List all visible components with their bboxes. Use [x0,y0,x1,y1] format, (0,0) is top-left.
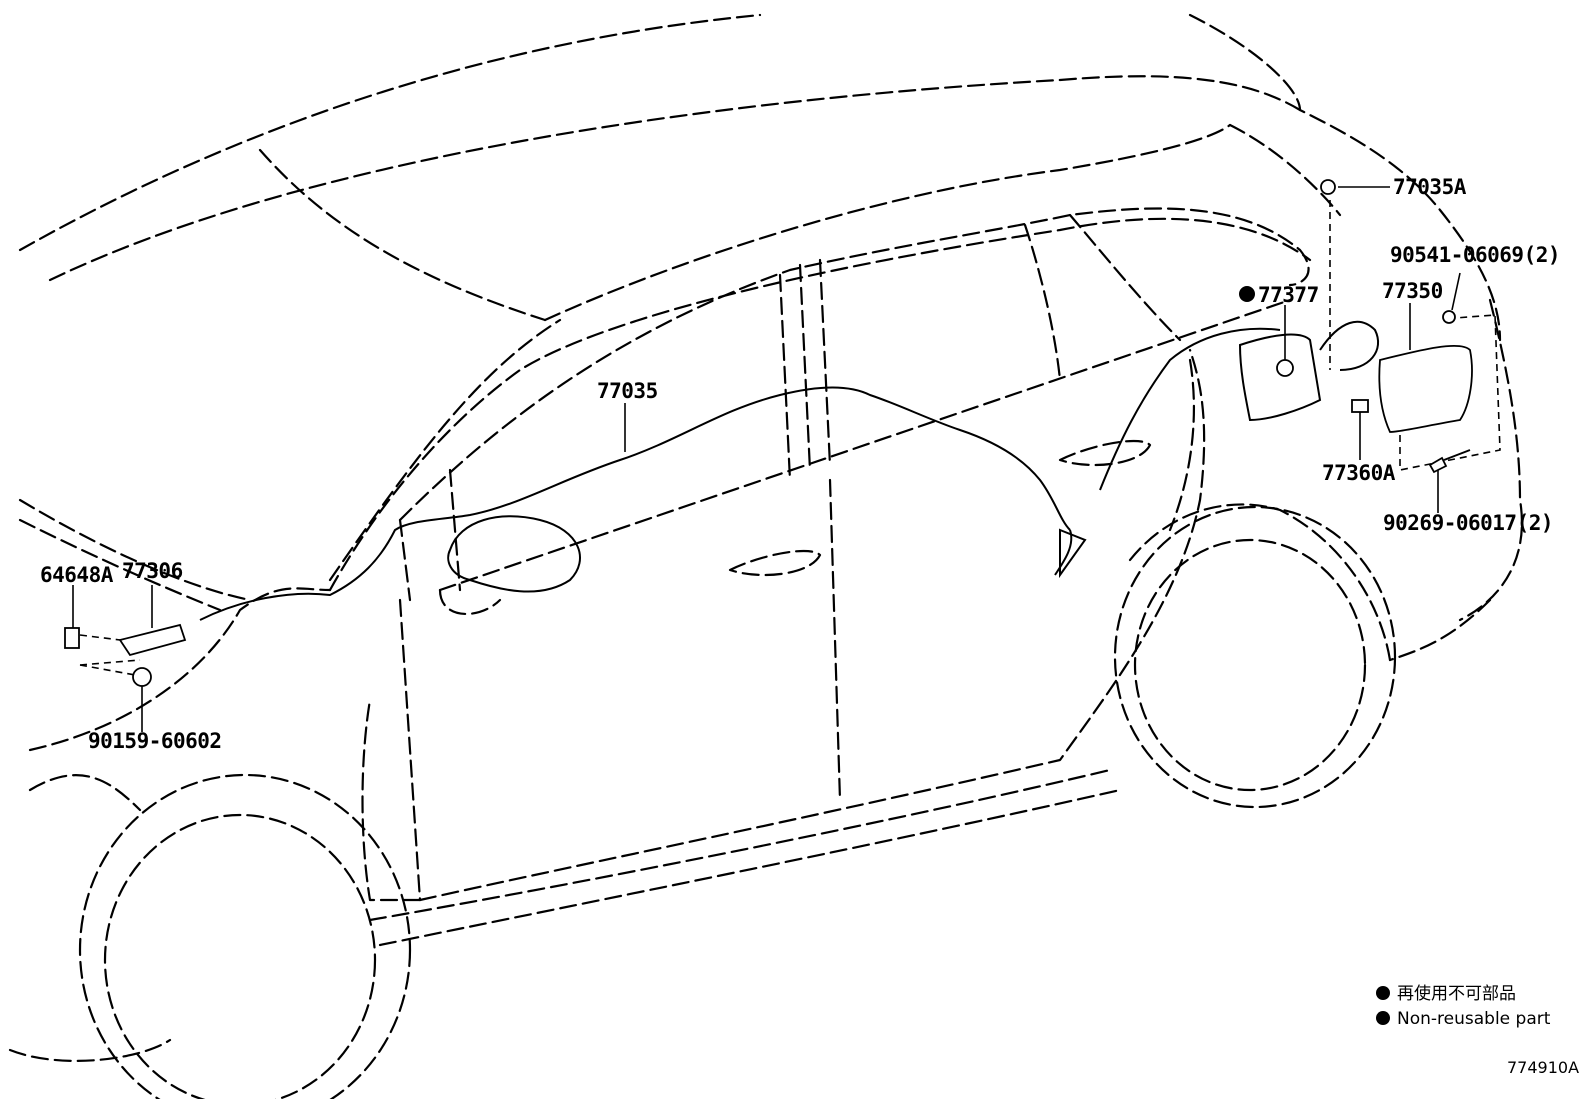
legend-dot-icon [1376,1011,1390,1025]
label-90269: 90269-06017(2) [1383,511,1553,535]
screw-90269-icon [1428,456,1448,474]
grommet-77377-icon [1276,359,1294,377]
legend-dot-icon [1376,986,1390,1000]
clip-64648A-icon [64,627,80,649]
wire-harness-77035 [199,320,1380,621]
part-labels: 77035A 90541-06069(2) 77377 77350 77035 … [40,175,1561,753]
fuel-door-area [1238,200,1501,471]
label-77035A: 77035A [1393,175,1467,199]
leader-lines [72,186,1461,732]
label-77350: 77350 [1382,279,1443,303]
nut-90541-icon [1442,310,1456,324]
legend-japanese: 再使用不可部品 [1397,983,1516,1004]
label-77306: 77306 [122,559,183,583]
illustration-code: 774910A [1507,1058,1579,1077]
label-77035: 77035 [597,379,658,403]
clip-77035A-icon [1320,179,1336,195]
label-90541: 90541-06069(2) [1390,243,1560,267]
non-reusable-dot-77377 [1239,286,1255,302]
label-77360A: 77360A [1322,461,1396,485]
label-90159: 90159-60602 [88,729,222,753]
label-77377: 77377 [1258,283,1319,307]
car-body-outline [8,13,1523,1099]
label-64648A: 64648A [40,563,114,587]
clip-77360A-icon [1351,399,1369,413]
screw-90159-icon [132,667,152,687]
legend-english: Non-reusable part [1397,1009,1551,1029]
part-icons [64,179,1471,687]
legend: 再使用不可部品 Non-reusable part [1376,983,1551,1029]
actuator-77306-icon [118,623,187,657]
